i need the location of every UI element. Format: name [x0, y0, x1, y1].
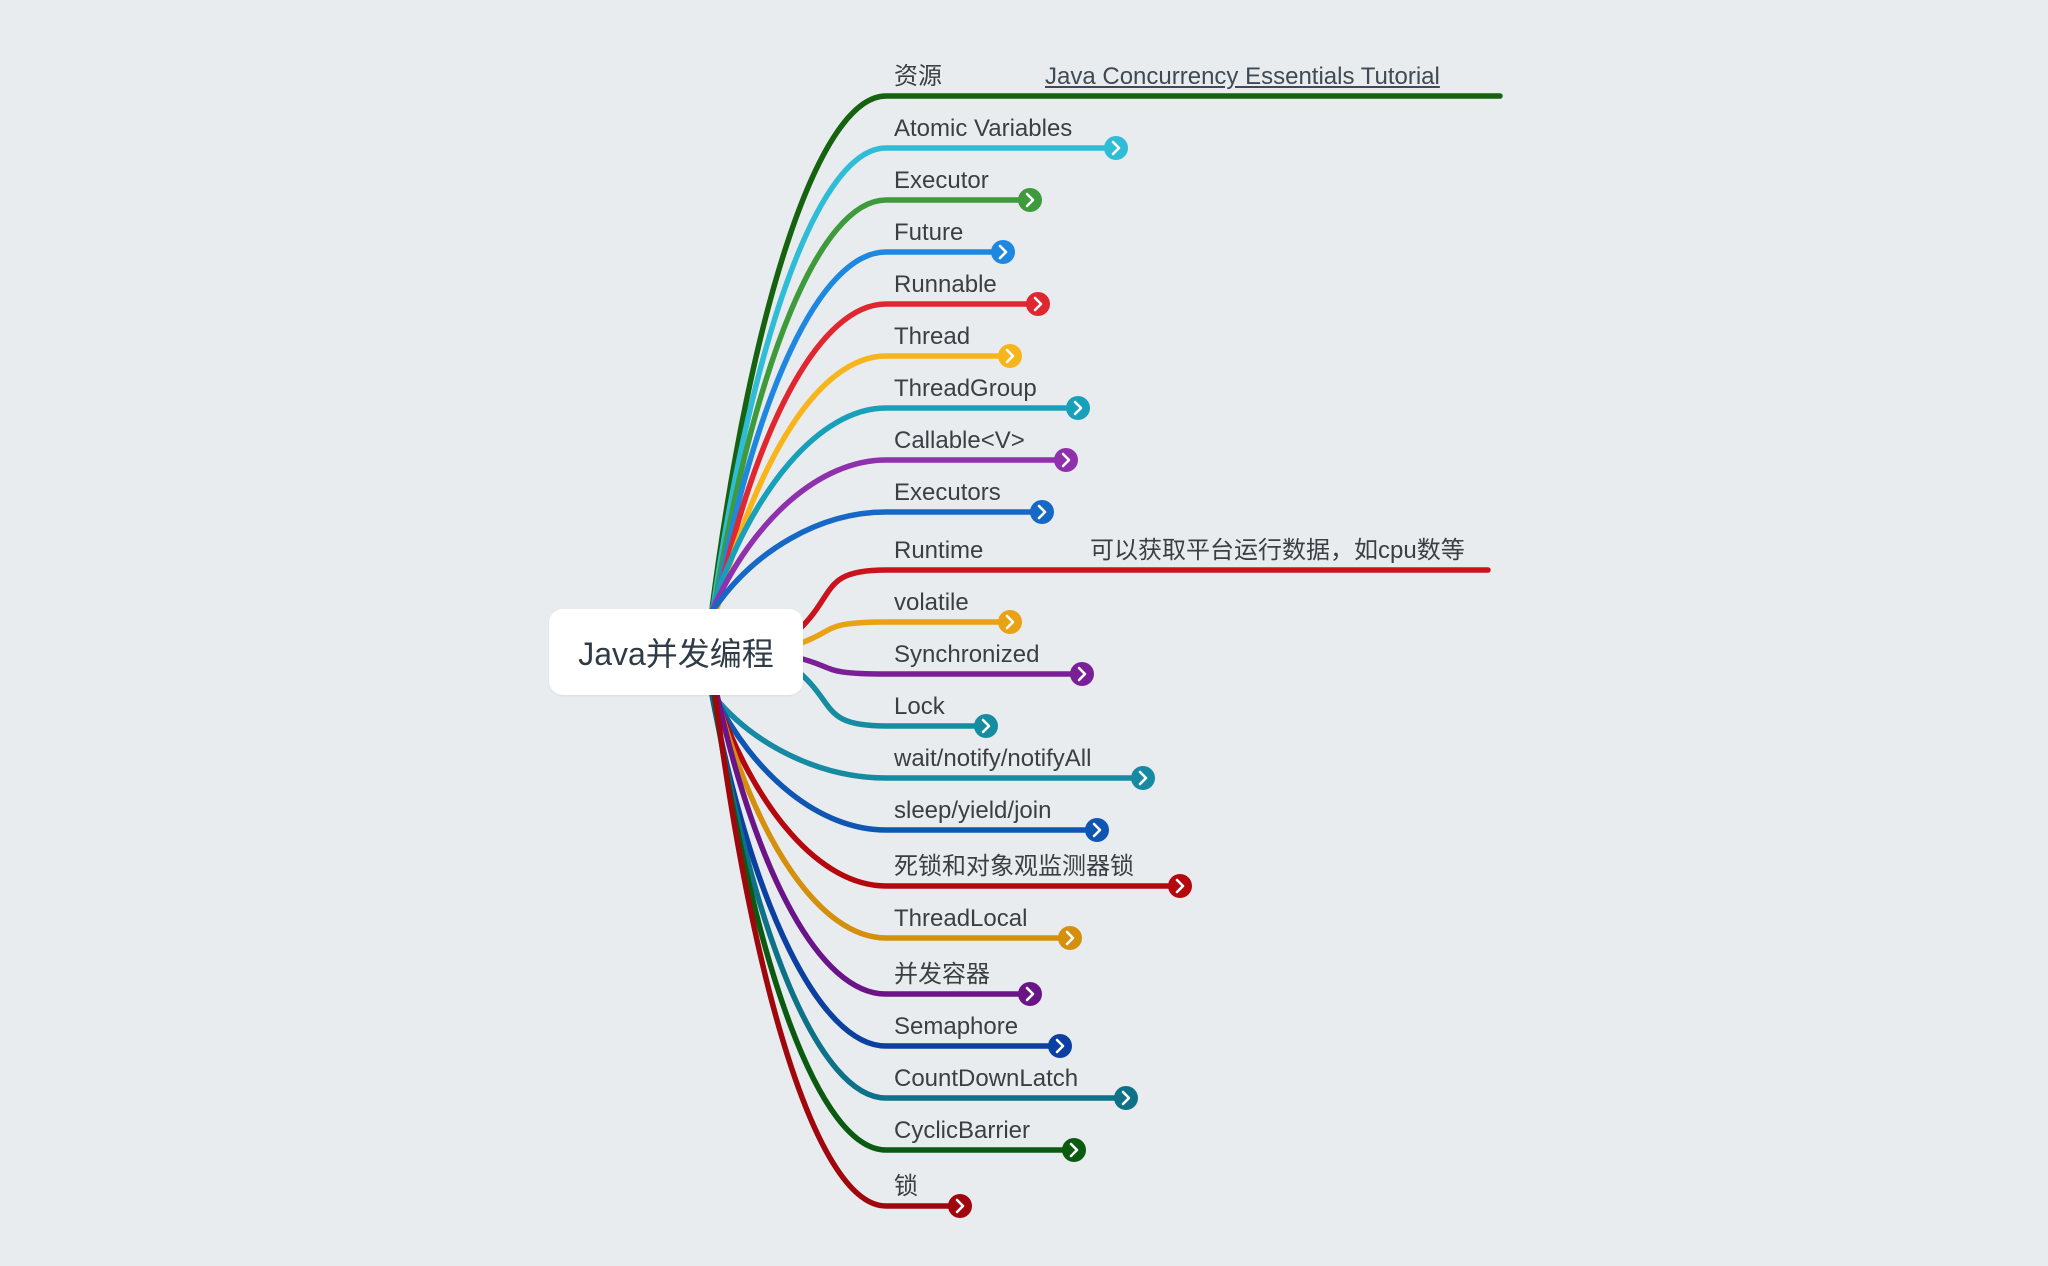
branch-connector: [709, 93, 1503, 612]
expand-branch-icon[interactable]: [1168, 874, 1192, 898]
branch-topic-label[interactable]: 并发容器: [894, 961, 990, 988]
branch-connector: [794, 654, 1085, 677]
branch-topic-label[interactable]: Atomic Variables: [894, 115, 1073, 142]
branch-connector: [712, 249, 1006, 612]
branch-connector: [709, 405, 1081, 612]
branch-topic-label[interactable]: sleep/yield/join: [894, 797, 1052, 824]
branch-topic-label[interactable]: Synchronized: [894, 641, 1040, 668]
branch-topic-label[interactable]: Future: [894, 219, 964, 246]
expand-branch-icon[interactable]: [1062, 1138, 1086, 1162]
branch-topic-label[interactable]: 资源: [894, 63, 942, 90]
branch-topic-label[interactable]: Semaphore: [894, 1013, 1019, 1040]
branch-connector: [714, 692, 1033, 997]
branch-topic-label[interactable]: CyclicBarrier: [894, 1117, 1031, 1144]
expand-branch-icon[interactable]: [1066, 396, 1090, 420]
expand-branch-icon[interactable]: [998, 610, 1022, 634]
branch-topic-label[interactable]: ThreadGroup: [894, 375, 1037, 402]
root-topic[interactable]: Java并发编程: [549, 609, 803, 695]
branch-connector: [710, 457, 1069, 612]
branch-connector: [713, 301, 1041, 612]
branch-connector: [710, 145, 1119, 612]
expand-branch-icon[interactable]: [1018, 982, 1042, 1006]
branch-topic-label[interactable]: Executor: [894, 167, 989, 194]
branch-connector: [712, 692, 963, 1209]
expand-branch-icon[interactable]: [1058, 926, 1082, 950]
resource-link[interactable]: Java Concurrency Essentials Tutorial: [1045, 63, 1440, 90]
branch-topic-label[interactable]: Executors: [894, 479, 1001, 506]
branch-topic-label[interactable]: Callable<V>: [894, 427, 1025, 454]
branch-connector: [710, 692, 1146, 781]
expand-branch-icon[interactable]: [1085, 818, 1109, 842]
branch-topic-label[interactable]: Runtime: [894, 537, 984, 564]
branch-topic-label[interactable]: ThreadLocal: [894, 905, 1028, 932]
expand-branch-icon[interactable]: [948, 1194, 972, 1218]
branch-note: 可以获取平台运行数据，如cpu数等: [1090, 537, 1465, 564]
expand-branch-icon[interactable]: [1114, 1086, 1138, 1110]
expand-branch-icon[interactable]: [1030, 500, 1054, 524]
branch-connector: [711, 509, 1045, 612]
expand-branch-icon[interactable]: [974, 714, 998, 738]
branch-connector: [794, 619, 1013, 648]
branch-connector: [711, 197, 1033, 612]
branch-connector: [713, 692, 1073, 941]
expand-branch-icon[interactable]: [1048, 1034, 1072, 1058]
branch-connector: [712, 692, 1183, 889]
branch-connector: [711, 692, 1100, 833]
branch-topic-label[interactable]: Lock: [894, 693, 945, 720]
expand-branch-icon[interactable]: [998, 344, 1022, 368]
expand-branch-icon[interactable]: [991, 240, 1015, 264]
expand-branch-icon[interactable]: [1131, 766, 1155, 790]
expand-branch-icon[interactable]: [1026, 292, 1050, 316]
expand-branch-icon[interactable]: [1104, 136, 1128, 160]
branch-topic-label[interactable]: 锁: [894, 1173, 918, 1200]
expand-branch-icon[interactable]: [1054, 448, 1078, 472]
branch-topic-label[interactable]: Thread: [894, 323, 971, 350]
branch-topic-label[interactable]: CountDownLatch: [894, 1065, 1079, 1092]
branch-topic-label[interactable]: 死锁和对象观监测器锁: [894, 853, 1134, 880]
expand-branch-icon[interactable]: [1070, 662, 1094, 686]
branch-connector: [794, 667, 989, 729]
branch-connector: [794, 567, 1491, 635]
branch-topic-label[interactable]: volatile: [894, 589, 969, 616]
branch-topic-label[interactable]: wait/notify/notifyAll: [894, 745, 1092, 772]
branch-topic-label[interactable]: Runnable: [894, 271, 997, 298]
expand-branch-icon[interactable]: [1018, 188, 1042, 212]
